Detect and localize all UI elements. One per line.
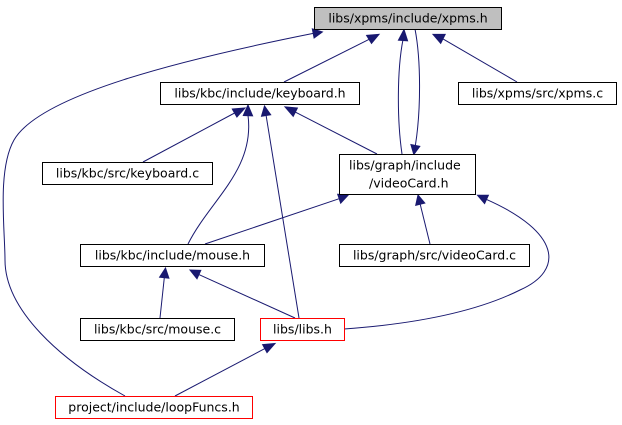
node-box (260, 318, 345, 341)
node-libs-h[interactable]: libs/libs.h (260, 318, 345, 341)
nodes-layer: libs/xpms/include/xpms.h libs/kbc/include… (42, 7, 617, 419)
edge-line (2, 32, 314, 397)
edge-keyboard-h-to-keyboard-c (142, 107, 247, 163)
edge-arrowhead (242, 103, 254, 117)
node-box (80, 244, 265, 267)
node-videocard-h[interactable]: libs/graph/include/videoCard.h (339, 154, 476, 195)
node-box (458, 82, 617, 105)
node-mouse-h[interactable]: libs/kbc/include/mouse.h (80, 244, 265, 267)
edge-line (397, 39, 404, 155)
edge-line (265, 115, 300, 319)
node-label: libs/graph/src/videoCard.c (353, 248, 516, 263)
edge-arrowhead (431, 33, 447, 45)
edge-arrowhead (311, 28, 324, 39)
edge-xpms-h-to-videocard-h (397, 28, 409, 155)
node-label: libs/xpms/include/xpms.h (328, 11, 487, 26)
node-box (339, 244, 530, 267)
edge-line (187, 115, 250, 245)
edge-keyboard-h-to-videocard-h (283, 106, 378, 155)
edge-keyboard-h-to-libs-h (260, 104, 300, 319)
edge-line (295, 111, 378, 155)
node-label: /videoCard.h (369, 176, 449, 191)
edge-line (142, 112, 235, 163)
node-label: project/include/loopFuncs.h (68, 400, 239, 415)
node-box (55, 396, 253, 419)
edge-arrowhead (260, 104, 272, 117)
edge-xpms-h-to-loopfuncs-h (2, 28, 324, 397)
edge-libs-h-to-loopfuncs-h (174, 342, 277, 397)
edge-line (283, 38, 370, 83)
node-label: libs/graph/include (349, 158, 461, 173)
edge-arrowhead (283, 106, 299, 118)
edge-arrowhead (336, 193, 350, 205)
node-xpms-h: libs/xpms/include/xpms.h (314, 7, 502, 30)
edge-arrowhead (397, 28, 409, 42)
node-xpms-c[interactable]: libs/xpms/src/xpms.c (458, 82, 617, 105)
edge-arrowhead (231, 107, 247, 118)
node-loopfuncs-h[interactable]: project/include/loopFuncs.h (55, 396, 253, 419)
edge-arrowhead (261, 342, 277, 354)
edge-line (174, 348, 266, 397)
node-label: libs/kbc/include/keyboard.h (174, 86, 345, 101)
edge-keyboard-h-to-mouse-h (187, 103, 254, 245)
node-box (339, 154, 476, 195)
edges-layer (2, 28, 550, 397)
edge-xpms-h-to-xpms-c (431, 33, 518, 83)
node-label: libs/kbc/include/mouse.h (95, 248, 250, 263)
node-box (42, 162, 213, 185)
edge-arrowhead (365, 33, 381, 45)
edge-videocard-h-to-xpms-h (410, 28, 421, 156)
node-videocard-c[interactable]: libs/graph/src/videoCard.c (339, 244, 530, 267)
edge-videocard-h-to-videocard-c (415, 193, 431, 245)
edge-xpms-h-to-keyboard-h (283, 33, 381, 83)
edge-line (343, 198, 550, 330)
edge-arrowhead (188, 269, 202, 280)
edge-line (442, 38, 518, 83)
edge-arrowhead (476, 194, 490, 205)
edge-line (204, 198, 340, 245)
node-label: libs/kbc/src/mouse.c (94, 322, 221, 337)
node-keyboard-h[interactable]: libs/kbc/include/keyboard.h (160, 82, 360, 105)
edge-line (419, 204, 431, 245)
edge-videocard-h-to-mouse-h (204, 193, 350, 245)
edge-mouse-h-to-libs-h (188, 269, 296, 319)
node-mouse-c[interactable]: libs/kbc/src/mouse.c (80, 318, 235, 341)
edge-arrowhead (415, 193, 426, 206)
node-box (314, 7, 502, 30)
edge-line (159, 277, 165, 319)
edge-arrowhead (158, 266, 170, 279)
edge-line (414, 28, 421, 146)
edge-line (198, 274, 296, 319)
node-keyboard-c[interactable]: libs/kbc/src/keyboard.c (42, 162, 213, 185)
node-label: libs/kbc/src/keyboard.c (56, 166, 199, 181)
edge-videocard-h-to-libs-h (343, 194, 550, 330)
edge-arrowhead (410, 143, 421, 156)
node-label: libs/xpms/src/xpms.c (472, 86, 603, 101)
edge-mouse-h-to-mouse-c (158, 266, 170, 319)
node-box (160, 82, 360, 105)
node-box (80, 318, 235, 341)
node-label: libs/libs.h (273, 322, 332, 337)
